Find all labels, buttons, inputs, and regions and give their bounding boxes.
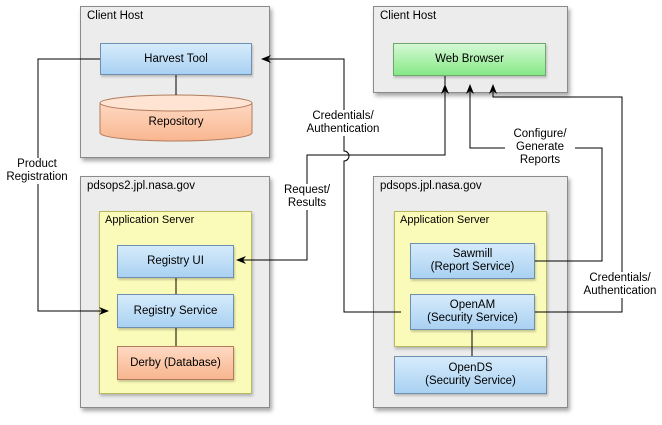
pdsops-host-title: pdsops.jpl.nasa.gov bbox=[380, 180, 482, 192]
openam-security-service: OpenAM (Security Service) bbox=[410, 294, 535, 330]
sawmill-report-service: Sawmill (Report Service) bbox=[410, 243, 535, 279]
configure-reports-line1: Configure/ bbox=[513, 128, 567, 140]
request-results-label: Request/ Results bbox=[280, 184, 334, 210]
repository: Repository bbox=[100, 108, 252, 136]
derby-database: Derby (Database) bbox=[117, 346, 234, 380]
sawmill-label-line1: Sawmill bbox=[452, 248, 493, 260]
opends-security-service: OpenDS (Security Service) bbox=[394, 356, 547, 394]
client-host-right-title: Client Host bbox=[380, 10, 437, 22]
openam-label-line1: OpenAM bbox=[449, 299, 496, 311]
registry-ui: Registry UI bbox=[117, 245, 234, 278]
opends-label-line2: (Security Service) bbox=[425, 375, 516, 387]
harvest-tool: Harvest Tool bbox=[100, 43, 252, 75]
credentials-right-line1: Credentials/ bbox=[589, 272, 651, 284]
derby-database-label: Derby (Database) bbox=[130, 356, 221, 369]
product-registration-line1: Product bbox=[17, 158, 57, 170]
credentials-right-line2: Authentication bbox=[583, 285, 657, 297]
product-registration-label: Product Registration bbox=[2, 158, 72, 184]
client-host-left-title: Client Host bbox=[87, 10, 144, 22]
repository-label: Repository bbox=[148, 115, 204, 128]
request-results-line1: Request/ bbox=[283, 184, 331, 196]
credentials-authentication-left-label: Credentials/ Authentication bbox=[301, 110, 385, 136]
web-browser: Web Browser bbox=[393, 43, 546, 76]
request-results-line2: Results bbox=[287, 197, 327, 209]
web-browser-label: Web Browser bbox=[435, 53, 504, 65]
configure-generate-reports-label: Configure/ Generate Reports bbox=[505, 128, 575, 167]
credentials-left-line1: Credentials/ bbox=[312, 110, 374, 122]
configure-reports-line2: Generate bbox=[516, 141, 564, 153]
configure-reports-line3: Reports bbox=[519, 154, 561, 166]
harvest-tool-label: Harvest Tool bbox=[144, 52, 208, 65]
app-server-left-title: Application Server bbox=[105, 214, 195, 226]
openam-label-line2: (Security Service) bbox=[427, 312, 518, 324]
pdsops2-host-title: pdsops2.jpl.nasa.gov bbox=[87, 180, 196, 192]
credentials-left-line2: Authentication bbox=[306, 123, 380, 135]
registry-service: Registry Service bbox=[117, 294, 234, 328]
sawmill-label-line2: (Report Service) bbox=[430, 261, 515, 273]
opends-label-line1: OpenDS bbox=[448, 362, 493, 374]
app-server-right-title: Application Server bbox=[400, 214, 490, 226]
registry-ui-label: Registry UI bbox=[147, 255, 204, 267]
product-registration-line2: Registration bbox=[6, 171, 68, 183]
credentials-authentication-right-label: Credentials/ Authentication bbox=[578, 272, 662, 298]
registry-service-label: Registry Service bbox=[133, 304, 218, 317]
